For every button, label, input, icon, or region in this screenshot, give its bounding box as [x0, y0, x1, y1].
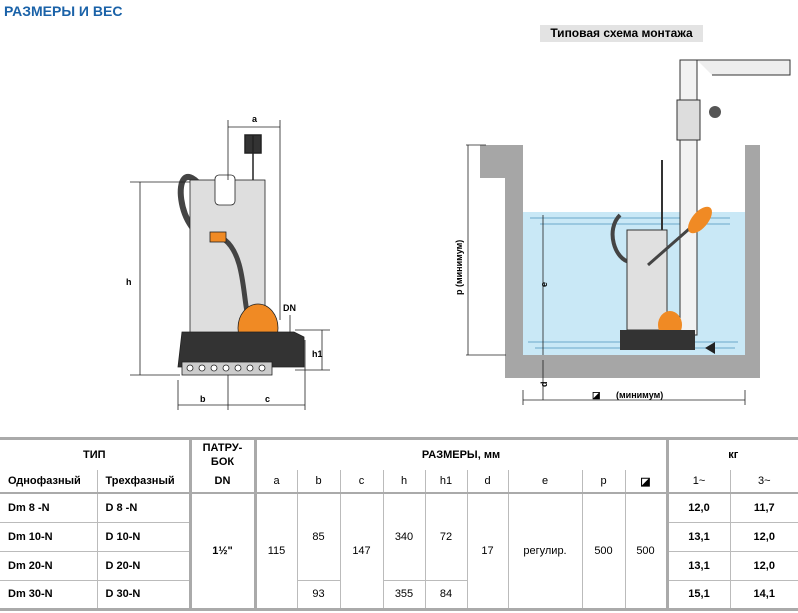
label-d: d: [539, 382, 549, 388]
header-single-phase: Однофазный: [0, 470, 97, 494]
table-row: Dm 20-N D 20-N 13,1 12,0: [0, 551, 798, 581]
header-b: b: [296, 470, 340, 494]
label-p-min: p (минимум): [454, 240, 464, 295]
h1-value: 84: [424, 580, 467, 610]
header-d: d: [466, 470, 508, 494]
label-h: h: [126, 277, 132, 287]
header-dimensions: РАЗМЕРЫ, мм: [253, 438, 667, 470]
model-three: D 30-N: [96, 580, 190, 610]
weight-3phase: 11,7: [729, 493, 798, 523]
model-single: Dm 10-N: [0, 522, 97, 552]
header-1phase: 1~: [665, 470, 730, 494]
pump-dimension-drawing: [130, 120, 330, 410]
weight-1phase: 13,1: [665, 522, 730, 552]
h-value: 340: [382, 493, 425, 581]
label-dn: DN: [283, 303, 296, 313]
header-h1: h1: [424, 470, 467, 494]
header-3phase: 3~: [729, 470, 798, 494]
model-three: D 10-N: [96, 522, 190, 552]
weight-1phase: 12,0: [665, 493, 730, 523]
weight-3phase: 14,1: [729, 580, 798, 610]
header-weight: кг: [665, 438, 798, 470]
table-row: Dm 30-N D 30-N 93 355 84 15,1 14,1: [0, 580, 798, 610]
dn-value: 1½": [188, 493, 255, 610]
model-three: D 8 -N: [96, 493, 190, 523]
table-row: Dm 8 -N D 8 -N 1½" 115 85 147 340 72 17 …: [0, 493, 798, 610]
weight-1phase: 15,1: [665, 580, 730, 610]
installation-drawing: [466, 59, 791, 405]
header-h: h: [382, 470, 425, 494]
c-value: 147: [339, 493, 383, 610]
a-value: 115: [253, 493, 297, 610]
label-a: a: [252, 114, 258, 124]
dimension-diagrams: a h b c DN h1 p (минимум) e d ◪ (минимум…: [126, 59, 791, 410]
b-value: 93: [296, 580, 340, 610]
header-dn: DN: [188, 470, 255, 494]
model-single: Dm 20-N: [0, 551, 97, 581]
d-value: 17: [466, 493, 508, 610]
e-value: регулир.: [507, 493, 582, 610]
model-single: Dm 8 -N: [0, 493, 97, 523]
label-width-min: (минимум): [616, 390, 663, 400]
width-symbol: ◪: [592, 390, 601, 400]
model-three: D 20-N: [96, 551, 190, 581]
h1-value: 72: [424, 493, 467, 581]
header-type: ТИП: [82, 449, 106, 461]
label-h1: h1: [312, 349, 323, 359]
p-value: 500: [581, 493, 625, 610]
header-c: c: [339, 470, 383, 494]
b-value: 85: [296, 493, 340, 581]
weight-1phase: 13,1: [665, 551, 730, 581]
header-a: a: [253, 470, 297, 494]
header-e: e: [507, 470, 582, 494]
weight-3phase: 12,0: [729, 551, 798, 581]
header-three-phase: Трехфазный: [96, 470, 190, 494]
installation-scheme-title: Типовая схема монтажа: [540, 25, 703, 42]
h-value: 355: [382, 580, 425, 610]
dimensions-weight-table: ТИП ПАТРУ- БОК РАЗМЕРЫ, мм кг Однофазный…: [0, 437, 798, 611]
header-branch: ПАТРУ- БОК: [188, 438, 255, 470]
weight-3phase: 12,0: [729, 522, 798, 552]
label-e: e: [539, 282, 549, 287]
header-width: ◪: [624, 470, 667, 494]
page-title: РАЗМЕРЫ И ВЕС: [4, 3, 123, 19]
header-p: p: [581, 470, 625, 494]
label-b: b: [200, 394, 206, 404]
table-row: Dm 10-N D 10-N 13,1 12,0: [0, 522, 798, 552]
width-value: 500: [624, 493, 667, 610]
label-c: c: [265, 394, 270, 404]
model-single: Dm 30-N: [0, 580, 97, 610]
